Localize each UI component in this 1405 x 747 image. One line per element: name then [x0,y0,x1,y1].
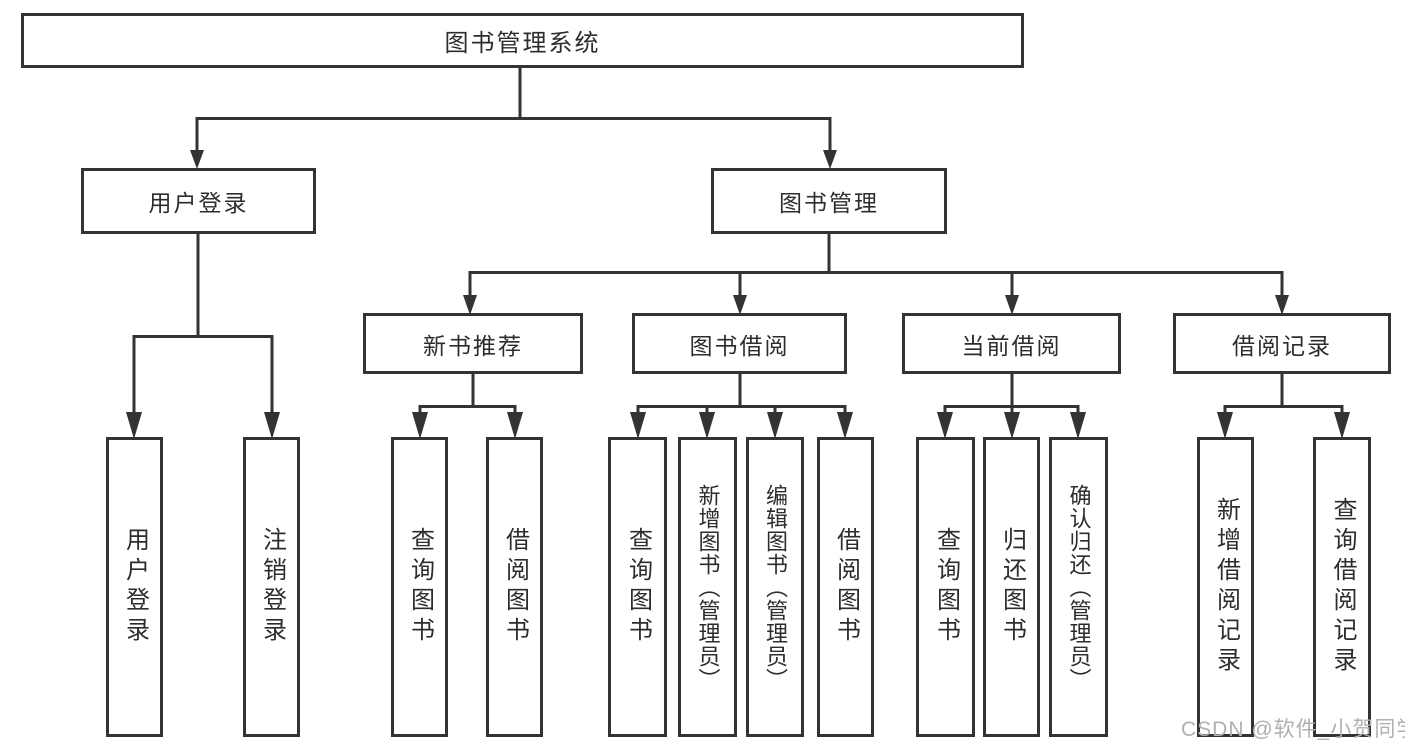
node-user-login: 用户登录 [81,168,316,234]
leaf-cb-return-books-label: 归还图书 [998,527,1026,647]
node-root: 图书管理系统 [21,13,1024,68]
leaf-bb-edit-books-admin: 编辑图书（管理员） [746,437,804,737]
node-book-management: 图书管理 [711,168,947,234]
connector-bookborrow-leaves [630,372,853,439]
leaf-cb-return-books: 归还图书 [983,437,1040,737]
node-root-label: 图书管理系统 [444,30,601,57]
leaf-user-login-label: 用户登录 [121,527,149,647]
connector-root-to-level2 [190,66,837,169]
leaf-br-query-record-label: 查询借阅记录 [1329,497,1356,677]
node-book-borrow: 图书借阅 [632,313,847,374]
leaf-nb-query-books: 查询图书 [391,437,448,737]
leaf-cb-query-books: 查询图书 [916,437,975,737]
leaf-bb-query-books: 查询图书 [608,437,667,737]
node-book-borrow-label: 图书借阅 [689,332,790,359]
leaf-br-query-record: 查询借阅记录 [1313,437,1371,737]
leaf-bb-edit-books-admin-label: 编辑图书（管理员） [763,483,788,691]
watermark: CSDN @软件_小贺同学 [1181,718,1405,741]
node-current-borrow: 当前借阅 [902,313,1121,374]
node-new-book-recommend: 新书推荐 [363,313,583,374]
leaf-br-add-record: 新增借阅记录 [1197,437,1254,737]
leaf-bb-query-books-label: 查询图书 [624,527,652,647]
leaf-bb-borrow-books-label: 借阅图书 [832,527,860,647]
node-borrow-records-label: 借阅记录 [1232,332,1332,359]
node-user-login-label: 用户登录 [148,190,249,216]
connector-bookmgmt-to-level3 [463,232,1289,315]
connector-newbook-leaves [412,372,523,439]
leaf-bb-add-books-admin: 新增图书（管理员） [678,437,737,737]
connector-borrowrecords-leaves [1217,372,1350,439]
node-current-borrow-label: 当前借阅 [961,332,1062,359]
leaf-cb-query-books-label: 查询图书 [932,527,960,647]
node-borrow-records: 借阅记录 [1173,313,1391,374]
connector-userlogin-leaves [126,232,280,439]
leaf-cb-confirm-return-admin-label: 确认归还（管理员） [1066,483,1092,691]
leaf-bb-borrow-books: 借阅图书 [817,437,874,737]
leaf-br-add-record-label: 新增借阅记录 [1212,497,1240,677]
leaf-logout: 注销登录 [243,437,300,737]
connector-currentborrow-leaves [937,372,1086,439]
node-book-management-label: 图书管理 [779,190,879,216]
leaf-bb-add-books-admin-label: 新增图书（管理员） [695,483,721,691]
node-new-book-recommend-label: 新书推荐 [423,332,523,359]
leaf-nb-borrow-books-label: 借阅图书 [501,527,529,647]
leaf-logout-label: 注销登录 [258,527,286,647]
leaf-user-login: 用户登录 [106,437,163,737]
leaf-cb-confirm-return-admin: 确认归还（管理员） [1049,437,1108,737]
leaf-nb-borrow-books: 借阅图书 [486,437,543,737]
leaf-nb-query-books-label: 查询图书 [406,527,434,647]
